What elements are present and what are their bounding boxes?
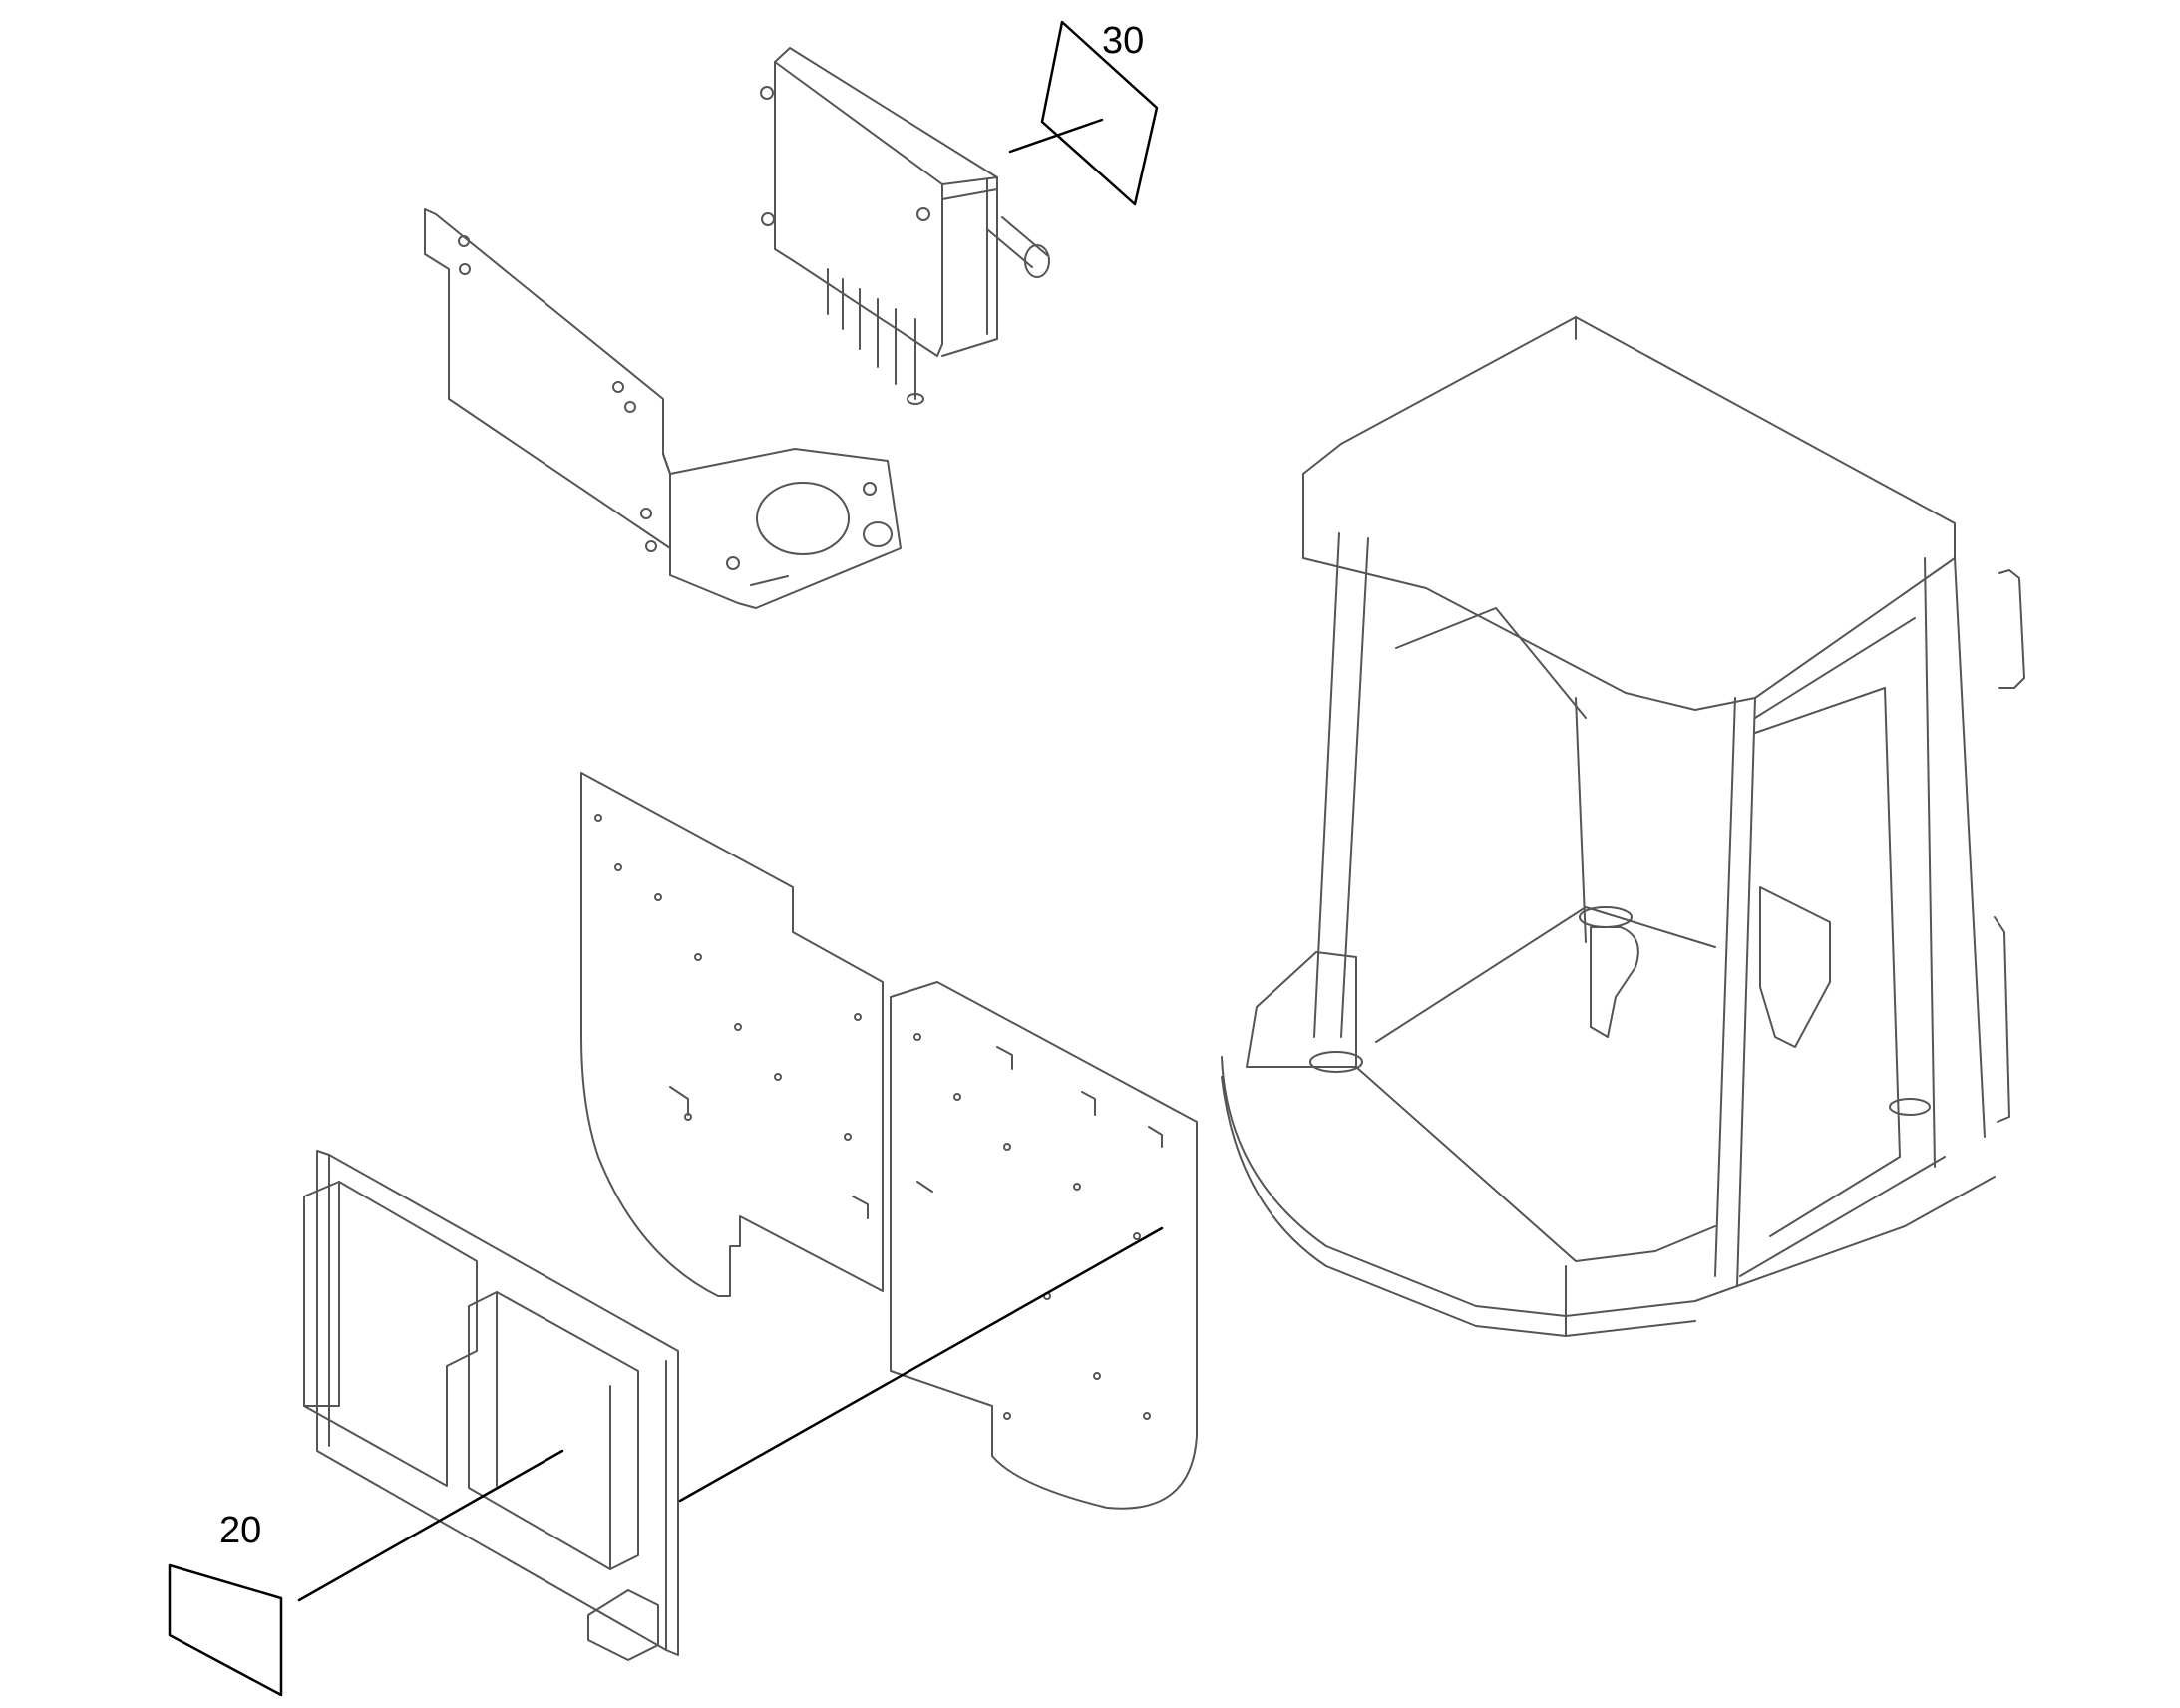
side-panel-part bbox=[890, 981, 1198, 1510]
control-module-part bbox=[760, 47, 1050, 405]
ecu-board-part bbox=[303, 1150, 679, 1661]
callout-20-marker bbox=[168, 1449, 564, 1697]
assembly-leader-line bbox=[678, 1226, 1164, 1503]
callout-30-marker bbox=[1008, 20, 1159, 206]
cab-frame bbox=[1221, 316, 2025, 1337]
rear-panel-part bbox=[580, 772, 884, 1297]
mounting-bracket-part bbox=[424, 208, 902, 609]
callout-label-30: 30 bbox=[1102, 20, 1145, 62]
callout-label-20: 20 bbox=[219, 1510, 262, 1551]
